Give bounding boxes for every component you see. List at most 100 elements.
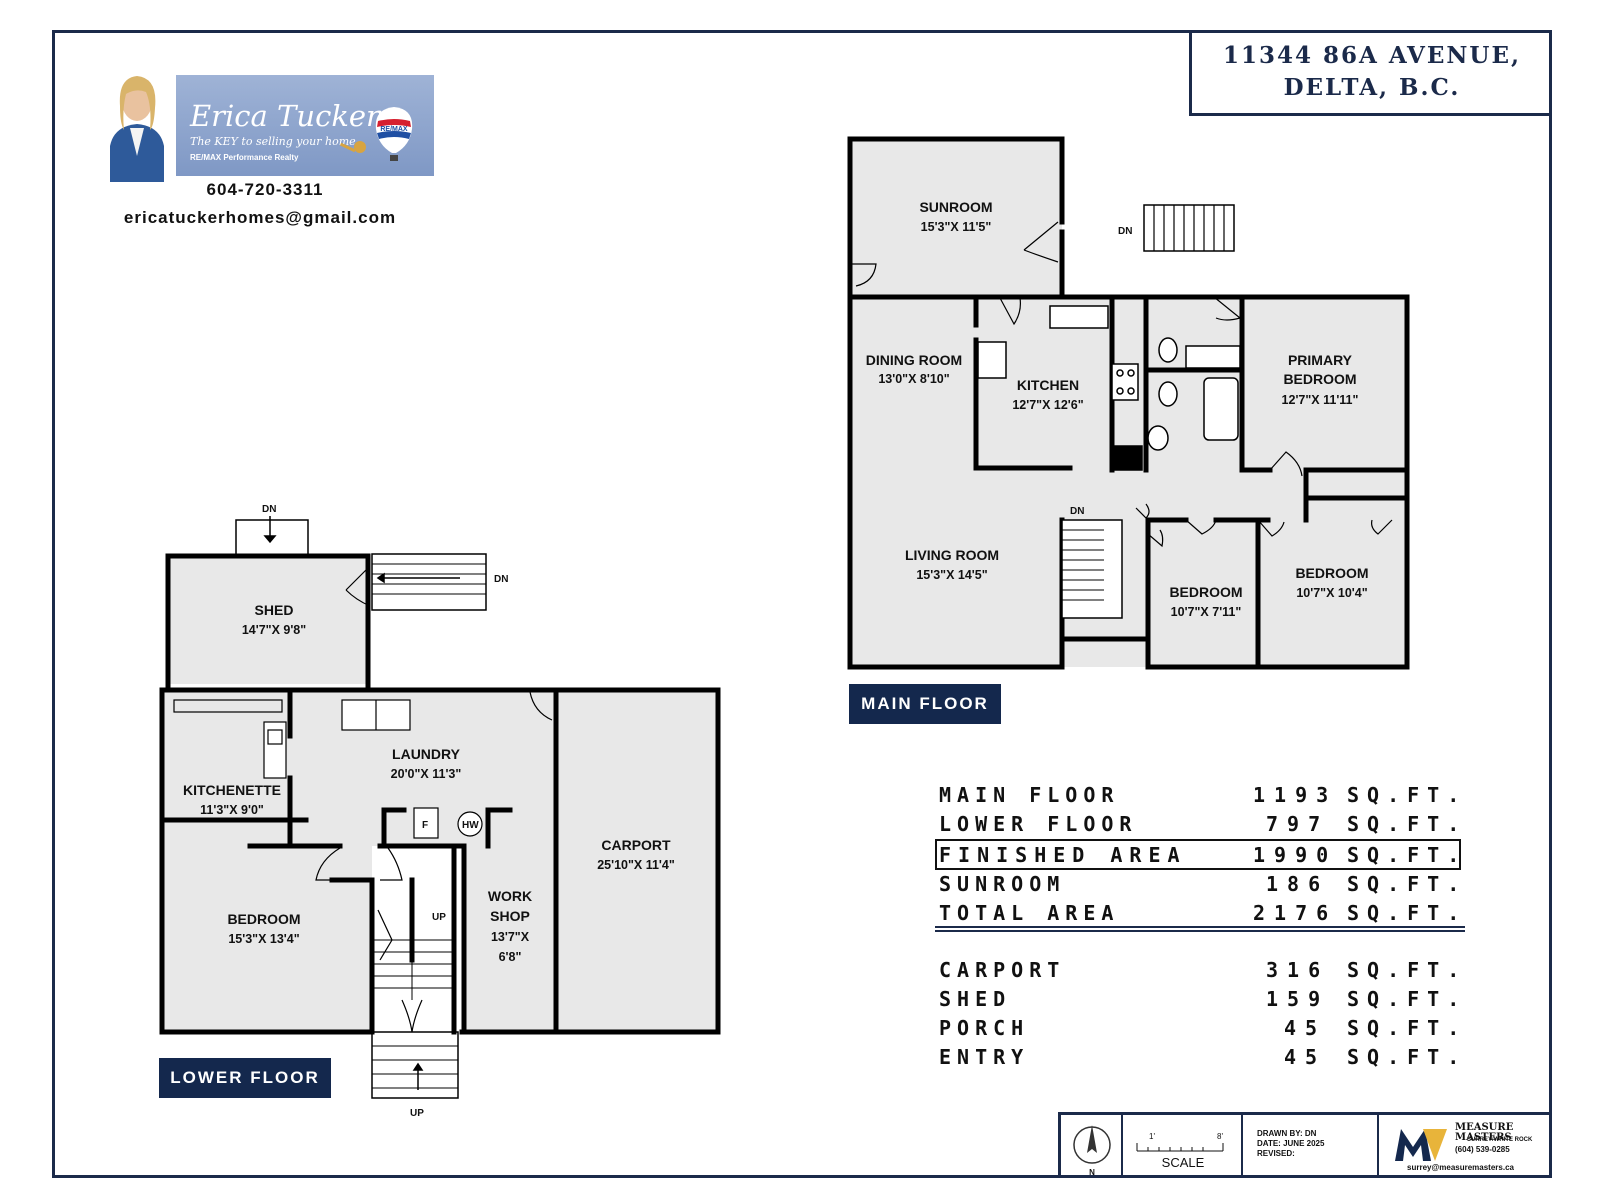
area-name: LOWER FLOOR [939, 812, 1138, 836]
kitchenette-dim: 11'3"X 9'0" [200, 803, 264, 817]
area-value: 186 [1266, 872, 1330, 896]
hot-water-label: HW [462, 820, 479, 831]
extra-name: PORCH [939, 1016, 1030, 1040]
ramp-dn-label: DN [494, 574, 508, 585]
bedroom-2-dim: 10'7"X 7'11" [1171, 605, 1242, 619]
agent-email: ericatuckerhomes@gmail.com [123, 208, 397, 227]
main-floor-badge: MAIN FLOOR [849, 684, 1001, 724]
bedroom-3-dim: 10'7"X 10'4" [1296, 586, 1367, 600]
area-row-main-floor: MAIN FLOOR 1193 SQ.FT. [935, 781, 1465, 810]
scale-right-label: 8' [1217, 1132, 1223, 1141]
main-floor-plan: DN DN SUNROOM 15'3"X 11'5" DINING ROOM 1… [847, 136, 1410, 670]
main-interior-stairs [1061, 519, 1123, 619]
bathtub [1203, 377, 1239, 441]
area-unit: SQ.FT. [1347, 901, 1468, 925]
sunroom-dim: 15'3"X 11'5" [921, 220, 992, 234]
furnace [413, 807, 439, 839]
bedroom-2-label: BEDROOM [1169, 584, 1242, 600]
main-stair-dn-label: DN [1070, 506, 1084, 517]
area-summary-table: MAIN FLOOR 1193 SQ.FT. LOWER FLOOR 797 S… [935, 781, 1465, 928]
dining-room-dim: 13'0"X 8'10" [878, 372, 949, 386]
extra-unit: SQ.FT. [1347, 1045, 1468, 1069]
workshop-dim-2: 6'8" [499, 950, 522, 964]
extra-value: 316 [1266, 958, 1330, 982]
area-name: TOTAL AREA [939, 901, 1120, 925]
total-area-rule [935, 926, 1465, 932]
address-line-1: 11344 86A AVENUE, [1222, 41, 1522, 69]
area-value: 1990 [1253, 843, 1338, 867]
company-region: SURREY/WHITE ROCK [1467, 1137, 1533, 1143]
lower-bedroom-dim: 15'3"X 13'4" [228, 932, 299, 946]
area-unit: SQ.FT. [1347, 812, 1468, 836]
agent-banner: Erica Tucker The KEY to selling your hom… [176, 75, 434, 176]
area-unit: SQ.FT. [1347, 843, 1468, 867]
area-name: SUNROOM [939, 872, 1066, 896]
extra-name: SHED [939, 987, 1012, 1011]
extra-value: 159 [1266, 987, 1330, 1011]
drawn-by-cell: DRAWN BY: DN DATE: JUNE 2025 REVISED: [1243, 1115, 1379, 1178]
extra-row-entry: ENTRY 45 SQ.FT. [935, 1043, 1465, 1072]
workshop-label-1: WORK [488, 888, 532, 904]
remax-balloon-icon: RE/MAX [375, 107, 413, 161]
area-unit: SQ.FT. [1347, 872, 1468, 896]
address-line-2: DELTA, B.C. [1283, 73, 1461, 101]
primary-bedroom-dim: 12'7"X 11'11" [1282, 393, 1359, 407]
bedroom-3-label: BEDROOM [1295, 565, 1368, 581]
primary-bedroom-label-1: PRIMARY [1288, 352, 1353, 368]
living-room-dim: 15'3"X 14'5" [916, 568, 987, 582]
main-deck-stairs [1143, 204, 1235, 252]
lower-floor-badge: LOWER FLOOR [159, 1058, 331, 1098]
toilet-2 [1158, 381, 1178, 407]
area-row-finished-area: FINISHED AREA 1990 SQ.FT. [935, 839, 1461, 870]
area-row-lower-floor: LOWER FLOOR 797 SQ.FT. [935, 810, 1465, 839]
company-name: MEASURE MASTERS [1455, 1122, 1514, 1143]
lower-bedroom-label: BEDROOM [227, 911, 300, 927]
area-unit: SQ.FT. [1347, 783, 1468, 807]
remax-logo-text: RE/MAX [380, 126, 408, 133]
measure-masters-logo-icon [1395, 1129, 1447, 1161]
company-email: surrey@measuremasters.ca [1407, 1163, 1514, 1172]
kitchen-fridge [977, 341, 1007, 379]
sunroom-area [850, 139, 1062, 297]
entry-up-label: UP [410, 1108, 424, 1119]
north-arrow-icon: N [1073, 1125, 1111, 1177]
extra-name: ENTRY [939, 1045, 1030, 1069]
agent-phone: 604-720-3311 [206, 180, 324, 199]
shed-dn-label: DN [262, 504, 276, 515]
scale-label: SCALE [1161, 1155, 1205, 1170]
area-value: 1193 [1253, 783, 1338, 807]
area-value: 2176 [1253, 901, 1338, 925]
north-arrow-cell: N [1061, 1115, 1123, 1178]
furnace-label: F [422, 820, 428, 831]
area-row-total-area: TOTAL AREA 2176 SQ.FT. [935, 899, 1465, 928]
workshop-dim-1: 13'7"X [491, 930, 530, 944]
primary-bedroom-label-2: BEDROOM [1283, 371, 1356, 387]
extra-value: 45 [1284, 1016, 1327, 1040]
company-phone: (604) 539-0285 [1455, 1145, 1510, 1154]
address-box: 11344 86A AVENUE, DELTA, B.C. [1189, 30, 1552, 116]
extra-row-porch: PORCH 45 SQ.FT. [935, 1014, 1465, 1043]
shed-area [168, 556, 368, 684]
sunroom-label: SUNROOM [919, 199, 992, 215]
entry-stairs [371, 1031, 459, 1099]
toilet-1 [1158, 337, 1178, 363]
main-floor-area [850, 297, 1407, 667]
extra-unit: SQ.FT. [1347, 1016, 1468, 1040]
extra-unit: SQ.FT. [1347, 987, 1468, 1011]
shed-label: SHED [255, 602, 294, 618]
scale-left-label: 1' [1149, 1132, 1155, 1141]
vanity [1185, 345, 1241, 369]
drawn-by-text: DRAWN BY: DN [1257, 1129, 1317, 1138]
agent-tagline: The KEY to selling your home. [190, 135, 360, 148]
extra-unit: SQ.FT. [1347, 958, 1468, 982]
stair-up-label: UP [432, 912, 446, 923]
extras-table: CARPORT 316 SQ.FT. SHED 159 SQ.FT. PORCH… [935, 956, 1465, 1072]
extra-value: 45 [1284, 1045, 1327, 1069]
extra-row-carport: CARPORT 316 SQ.FT. [935, 956, 1465, 985]
carport-dim: 25'10"X 11'4" [597, 858, 675, 872]
carport-label: CARPORT [601, 837, 671, 853]
scale-bar: 1' 8' [1136, 1132, 1224, 1152]
area-value: 797 [1266, 812, 1330, 836]
kitchen-dim: 12'7"X 12'6" [1012, 398, 1083, 412]
